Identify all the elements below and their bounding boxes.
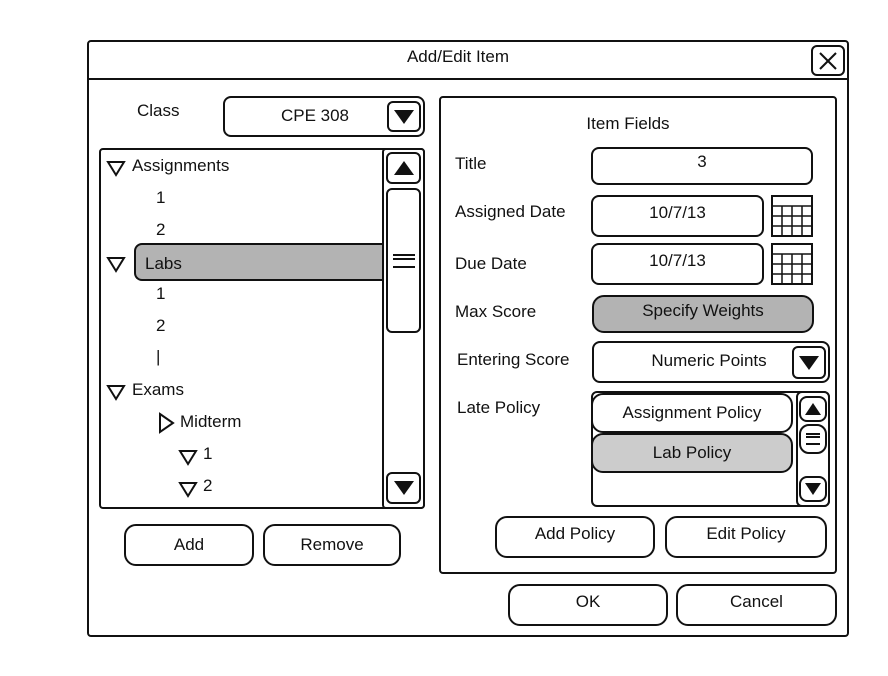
due-date-value: 10/7/13: [649, 251, 706, 270]
expand-down-icon[interactable]: [178, 480, 198, 498]
title-value: 3: [697, 152, 707, 171]
cancel-button[interactable]: Cancel: [676, 584, 837, 626]
tree-node-labs-selected[interactable]: Labs: [134, 243, 384, 281]
expand-down-icon[interactable]: [106, 255, 126, 273]
policy-scroll-up[interactable]: [799, 396, 827, 422]
scroll-thumb[interactable]: [386, 188, 421, 333]
class-dropdown-arrow[interactable]: [387, 101, 421, 132]
class-dropdown-value: CPE 308: [280, 106, 350, 125]
tree-node-assignments[interactable]: Assignments: [132, 156, 230, 175]
tree-leaf[interactable]: 1: [156, 284, 166, 303]
chevron-down-icon: [799, 355, 819, 370]
assigned-date-label: Assigned Date: [455, 202, 566, 221]
arrow-up-icon: [393, 161, 414, 175]
item-fields-heading: Item Fields: [586, 114, 670, 133]
arrow-down-icon: [393, 481, 414, 495]
class-label: Class: [137, 101, 180, 120]
late-policy-label: Late Policy: [457, 398, 541, 417]
arrow-up-icon: [805, 403, 821, 415]
assigned-date-value: 10/7/13: [649, 203, 706, 222]
remove-button[interactable]: Remove: [263, 524, 401, 566]
entering-score-arrow[interactable]: [792, 346, 826, 379]
ok-button[interactable]: OK: [508, 584, 668, 626]
title-bar-divider: [89, 78, 847, 80]
policy-item-assignment[interactable]: Assignment Policy: [591, 393, 793, 433]
expand-down-icon[interactable]: [178, 448, 198, 466]
calendar-icon[interactable]: [771, 243, 813, 285]
tree-leaf[interactable]: 2: [203, 476, 213, 495]
add-policy-button[interactable]: Add Policy: [495, 516, 655, 558]
tree-node-exams[interactable]: Exams: [132, 380, 184, 399]
title-label: Title: [455, 154, 487, 173]
arrow-down-icon: [805, 483, 821, 495]
class-dropdown[interactable]: CPE 308: [223, 96, 425, 137]
expand-right-icon[interactable]: [157, 412, 175, 434]
grip-icon: [806, 433, 820, 445]
due-date-label: Due Date: [455, 254, 527, 273]
calendar-icon[interactable]: [771, 195, 813, 237]
dialog-title: Add/Edit Item: [406, 47, 510, 66]
policy-scroll-thumb[interactable]: [799, 424, 827, 454]
tree-leaf[interactable]: 1: [203, 444, 213, 463]
title-input[interactable]: 3: [591, 147, 813, 185]
specify-weights-button[interactable]: Specify Weights: [592, 295, 814, 333]
scroll-up-button[interactable]: [386, 152, 421, 184]
tree-leaf-cursor[interactable]: |: [156, 347, 161, 366]
tree-leaf[interactable]: 2: [156, 220, 166, 239]
add-button[interactable]: Add: [124, 524, 254, 566]
chevron-down-icon: [394, 109, 414, 124]
entering-score-label: Entering Score: [457, 350, 570, 369]
assigned-date-input[interactable]: 10/7/13: [591, 195, 764, 237]
tree-leaf[interactable]: 2: [156, 316, 166, 335]
expand-down-icon[interactable]: [106, 159, 126, 177]
max-score-label: Max Score: [455, 302, 537, 321]
scroll-down-button[interactable]: [386, 472, 421, 504]
edit-policy-button[interactable]: Edit Policy: [665, 516, 827, 558]
expand-down-icon[interactable]: [106, 383, 126, 401]
tree-node-midterm[interactable]: Midterm: [180, 412, 242, 431]
tree-leaf[interactable]: 1: [156, 188, 166, 207]
policy-item-lab-selected[interactable]: Lab Policy: [591, 433, 793, 473]
tree-panel: [99, 148, 425, 509]
policy-scroll-down[interactable]: [799, 476, 827, 502]
tree-node-labs-label: Labs: [145, 254, 182, 273]
entering-score-value: Numeric Points: [651, 351, 767, 370]
close-button[interactable]: [811, 45, 845, 76]
close-icon: [819, 51, 837, 70]
due-date-input[interactable]: 10/7/13: [591, 243, 764, 285]
entering-score-dropdown[interactable]: Numeric Points: [592, 341, 830, 383]
grip-icon: [392, 253, 415, 268]
